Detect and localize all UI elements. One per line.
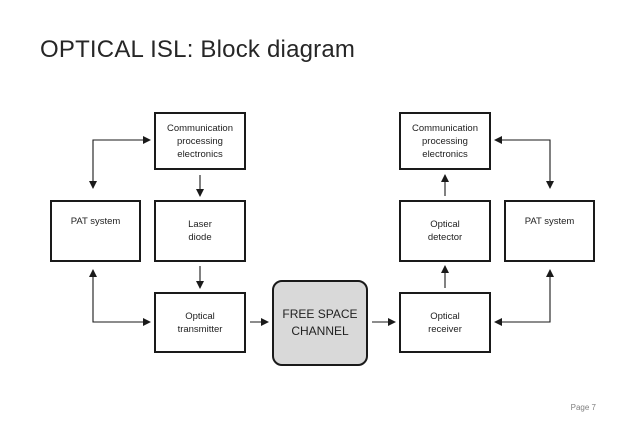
- arrow-comm-pat-right: [494, 136, 554, 189]
- free-space-channel: FREE SPACE CHANNEL: [272, 280, 368, 366]
- optical-transmitter-label: Optical transmitter: [177, 310, 223, 335]
- arrow-pat-receiver-right: [494, 269, 554, 326]
- optical-detector: Optical detector: [399, 200, 491, 262]
- pat-system-left: PAT system: [50, 200, 141, 262]
- arrow-comm-pat-left: [89, 136, 151, 189]
- optical-receiver: Optical receiver: [399, 292, 491, 353]
- pat-system-left-label: PAT system: [70, 216, 121, 227]
- free-space-channel-label: FREE SPACE CHANNEL: [282, 307, 358, 338]
- pat-system-right-label: PAT system: [524, 216, 575, 227]
- slide-title: OPTICAL ISL: Block diagram: [40, 36, 356, 63]
- comm-processing-left: Communication processing electronics: [154, 112, 246, 170]
- comm-processing-right: Communication processing electronics: [399, 112, 491, 170]
- comm-processing-right-label: Communication processing electronics: [412, 122, 478, 160]
- arrow-pat-transmitter-left: [89, 269, 151, 326]
- pat-system-right: PAT system: [504, 200, 595, 262]
- page-number: Page 7: [570, 403, 596, 412]
- optical-receiver-label: Optical receiver: [428, 310, 462, 335]
- laser-diode: Laser diode: [154, 200, 246, 262]
- optical-transmitter: Optical transmitter: [154, 292, 246, 353]
- comm-processing-left-label: Communication processing electronics: [167, 122, 233, 160]
- optical-detector-label: Optical detector: [427, 219, 463, 243]
- laser-diode-label: Laser diode: [188, 219, 212, 243]
